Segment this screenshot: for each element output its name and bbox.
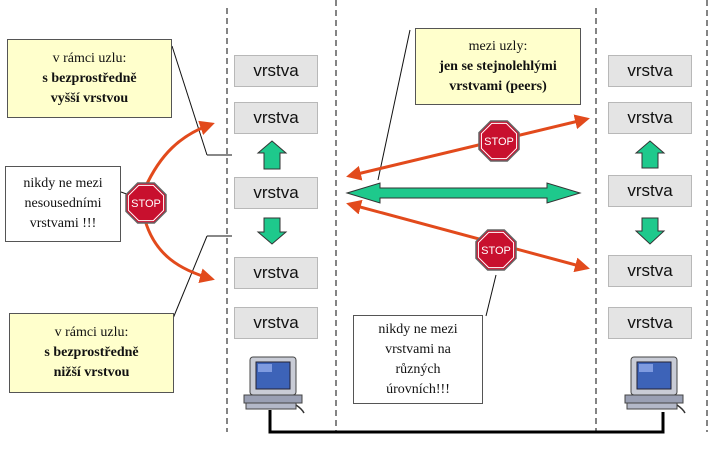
note-bold-line: s bezprostředně: [42, 70, 137, 86]
note-bold-line: nižší vrstvou: [53, 365, 130, 380]
note-within-upper: v rámci uzlu: s bezprostředně vyšší vrst…: [7, 39, 172, 118]
stop-sign-icon: STOP: [478, 120, 520, 162]
right-layer-5: vrstva: [608, 307, 692, 339]
note-line: různých: [395, 361, 441, 377]
left-layer-3: vrstva: [234, 177, 318, 209]
note-bold-line: vrstvami (peers): [449, 78, 547, 94]
note-between-nodes: mezi uzly: jen se stejnolehlými vrstvami…: [415, 28, 581, 105]
note-bold-line: jen se stejnolehlými: [439, 58, 557, 74]
note-within-lower: v rámci uzlu: s bezprostředně nižší vrst…: [9, 313, 174, 393]
stop-sign-label: STOP: [481, 245, 511, 257]
note-line: v rámci uzlu:: [54, 325, 129, 340]
note-line: nikdy ne mezi: [378, 321, 458, 337]
note-bold-line: vyšší vrstvou: [50, 90, 129, 106]
green-arrow-up-right: [634, 140, 666, 169]
note-line: nikdy ne mezi: [23, 176, 103, 191]
right-layer-2: vrstva: [608, 102, 692, 134]
network-cable: [268, 410, 665, 434]
right-layer-1: vrstva: [608, 55, 692, 87]
stop-sign-label: STOP: [484, 136, 514, 148]
left-layer-2: vrstva: [234, 102, 318, 134]
red-arrow-middle-upper: [346, 114, 590, 181]
pointer-never-levels: [485, 274, 497, 317]
right-layer-4: vrstva: [608, 255, 692, 287]
stop-sign-label: STOP: [131, 198, 161, 210]
note-line: vrstvami !!!: [29, 216, 97, 231]
note-line: nesousedními: [24, 196, 102, 211]
note-bold-line: s bezprostředně: [44, 345, 139, 360]
left-layer-1: vrstva: [234, 55, 318, 87]
red-arrow-down-left: [143, 219, 215, 283]
stop-sign-icon: STOP: [125, 182, 167, 224]
left-layer-4: vrstva: [234, 257, 318, 289]
left-layer-5: vrstva: [234, 307, 318, 339]
note-line: úrovních!!!: [386, 381, 450, 397]
note-line: v rámci uzlu:: [52, 50, 127, 66]
red-arrow-middle-lower: [346, 199, 590, 273]
green-arrow-up-left: [256, 140, 288, 170]
stop-sign-icon: STOP: [475, 229, 517, 271]
green-arrow-down-left: [256, 217, 288, 245]
red-arrow-up-left: [143, 120, 215, 189]
note-never-adjacent: nikdy ne mezi nesousedními vrstvami !!!: [5, 166, 121, 242]
note-never-levels: nikdy ne mezi vrstvami na různých úrovní…: [353, 315, 483, 404]
pointer-within-upper: [171, 45, 208, 156]
computer-icon: [624, 356, 686, 414]
computer-icon: [243, 356, 305, 414]
green-arrow-down-right: [634, 217, 666, 245]
peer-double-arrow: [345, 182, 582, 204]
pointer-between-nodes: [377, 29, 411, 181]
note-line: vrstvami na: [385, 341, 451, 357]
note-line: mezi uzly:: [468, 38, 528, 54]
right-layer-3: vrstva: [608, 175, 692, 207]
